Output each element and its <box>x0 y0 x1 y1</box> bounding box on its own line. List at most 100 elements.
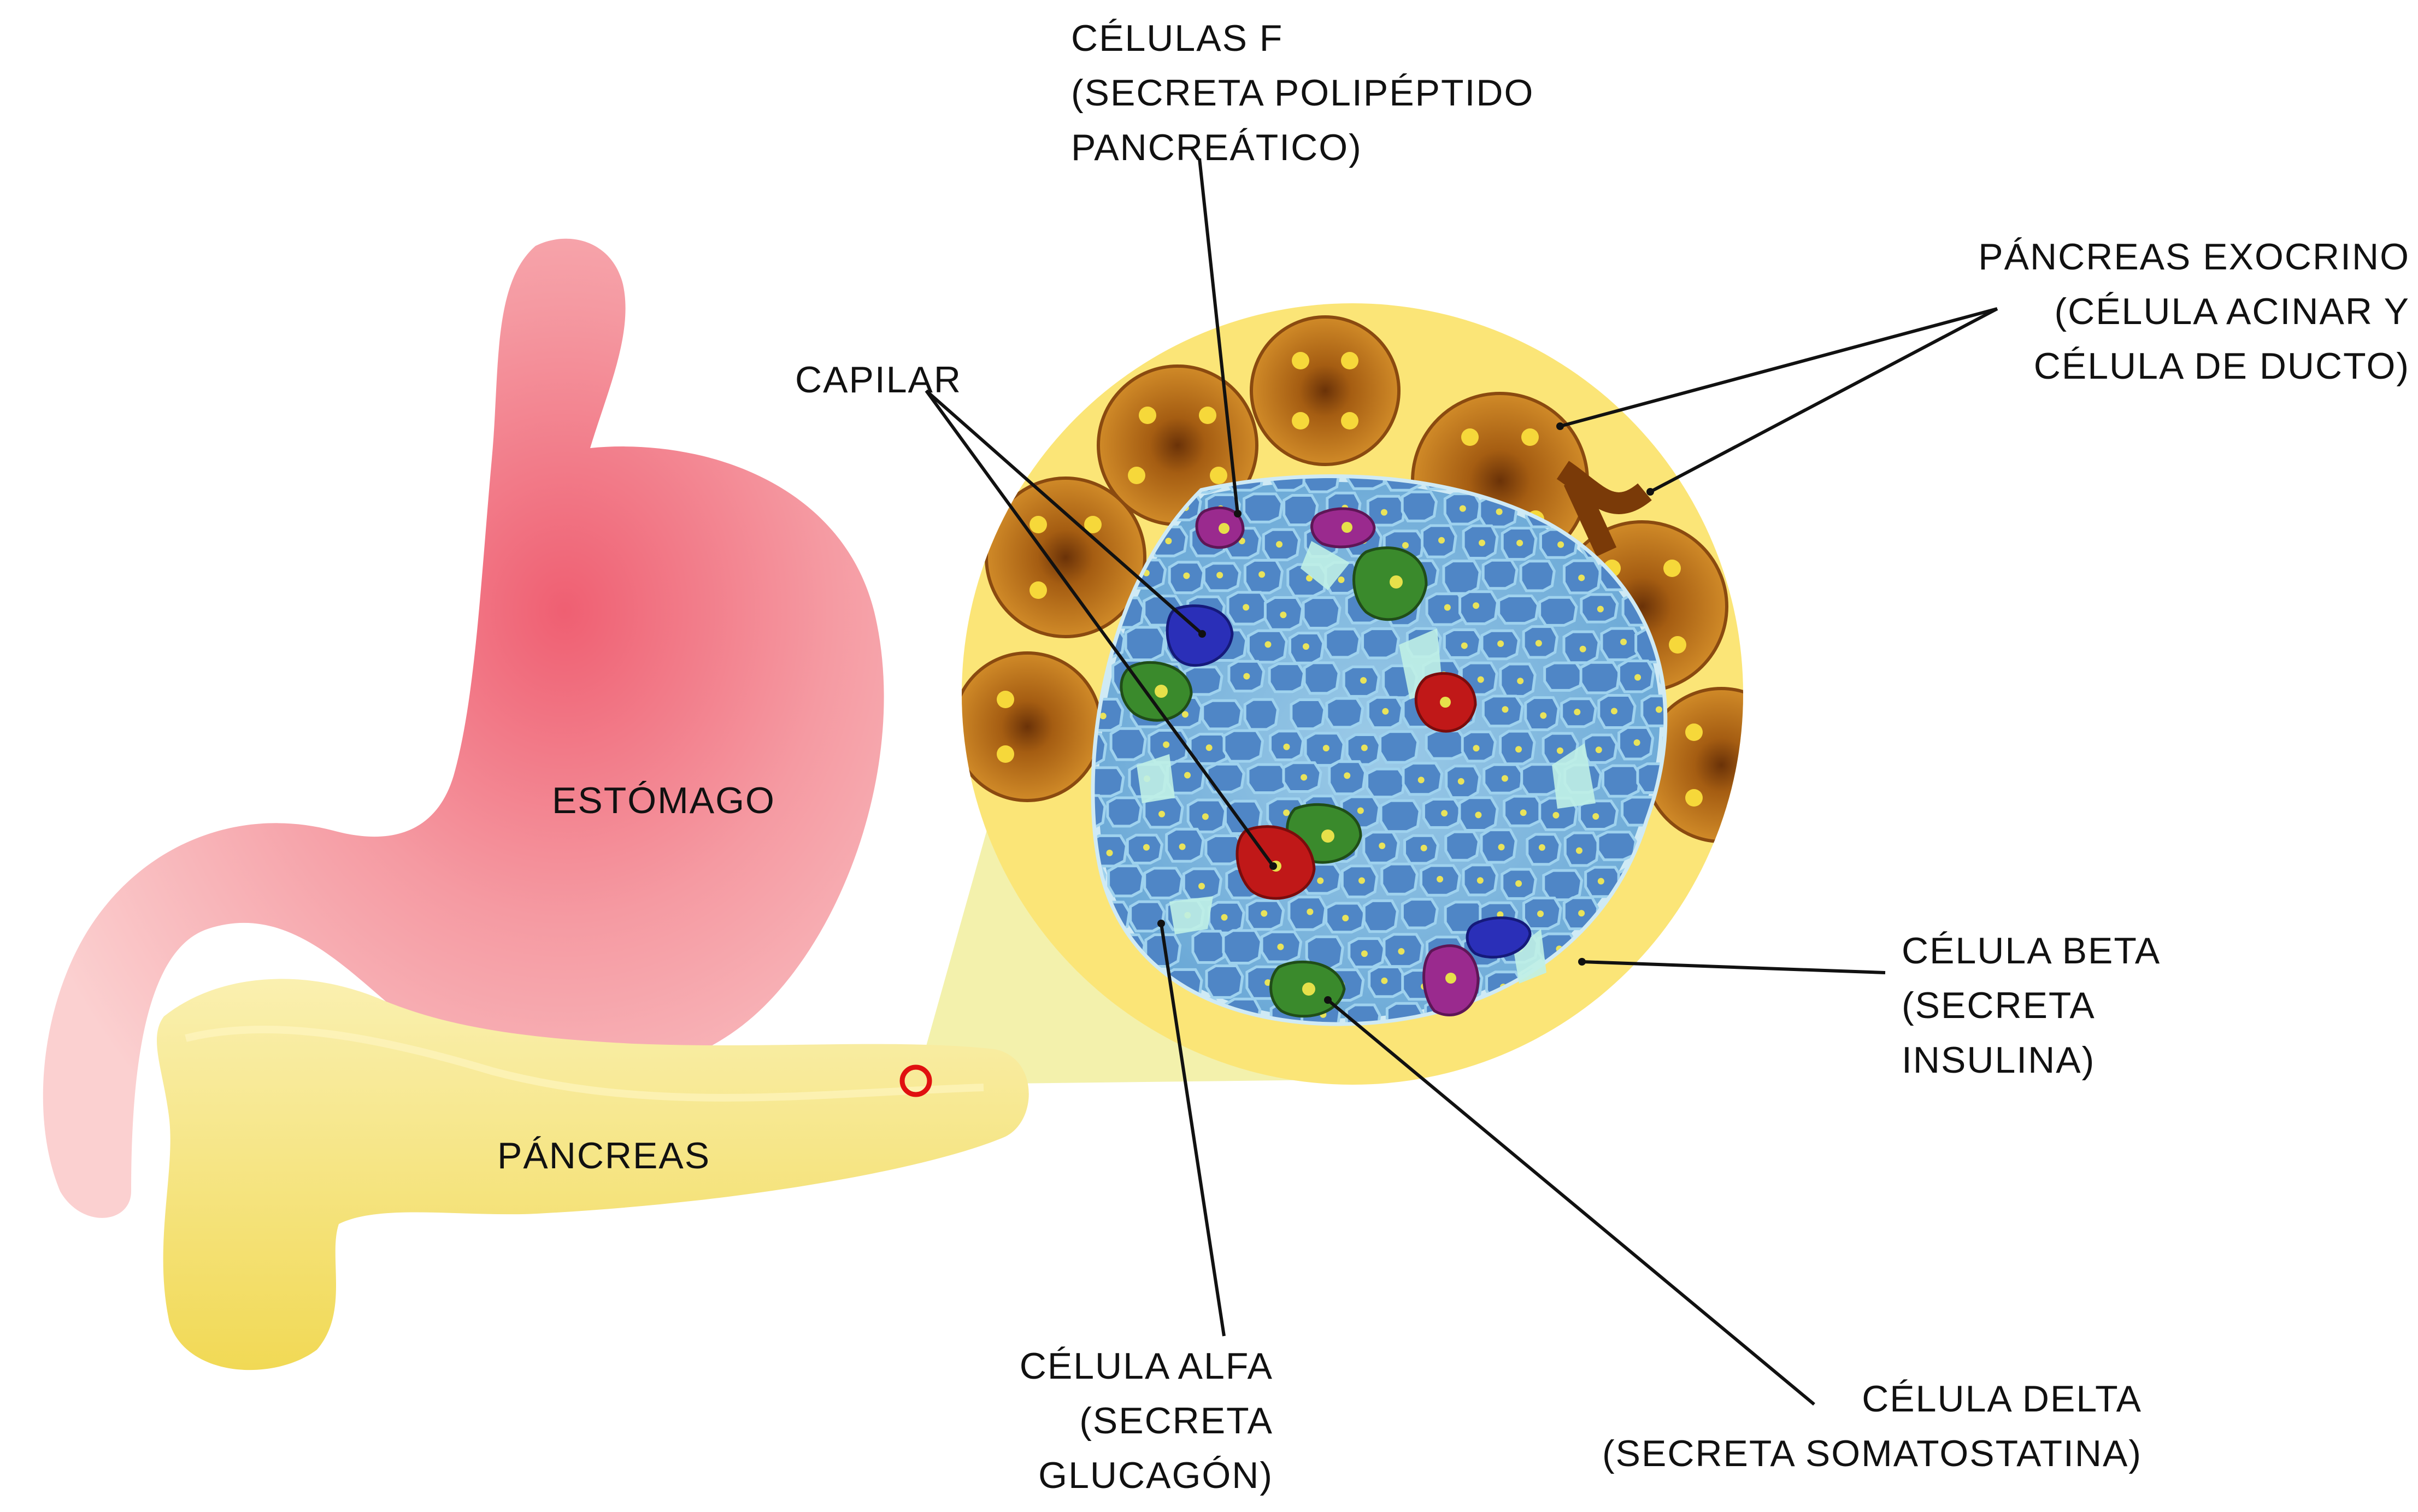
beta-cell-nucleus <box>1497 911 1504 918</box>
beta-cell <box>1143 867 1184 899</box>
alpha-line-3: GLUCAGÓN) <box>1038 1455 1273 1496</box>
beta-cell-nucleus <box>1595 746 1602 754</box>
delta-line-1: CÉLULA DELTA <box>1862 1378 2142 1420</box>
beta-cell-nucleus <box>1307 908 1314 915</box>
beta-cell <box>1246 763 1289 795</box>
beta-cell <box>1425 729 1467 760</box>
beta-cell-nucleus <box>1338 576 1345 583</box>
label-pancreas: PÁNCREAS <box>497 1128 710 1183</box>
beta-cell <box>1106 796 1143 828</box>
beta-cell-nucleus <box>1459 505 1466 512</box>
beta-cell <box>1361 627 1401 660</box>
beta-cell <box>1596 831 1638 861</box>
beta-cell <box>1325 697 1364 729</box>
beta-cell <box>1444 830 1481 862</box>
beta-cell-nucleus <box>1342 915 1349 922</box>
stomach-shape <box>43 238 884 1218</box>
beta-line-2: (SECRETA <box>1902 985 2096 1026</box>
beta-cell-nucleus <box>1498 844 1505 851</box>
beta-cell <box>1519 560 1556 592</box>
beta-cell <box>1442 560 1481 595</box>
beta-cell-nucleus <box>1379 842 1386 849</box>
beta-cell-nucleus <box>1099 713 1107 720</box>
beta-cell-nucleus <box>1276 541 1283 548</box>
beta-cell-nucleus <box>1578 910 1585 917</box>
beta-cell-nucleus <box>1579 645 1586 652</box>
beta-cell <box>1107 864 1145 898</box>
beta-cell-nucleus <box>1184 772 1191 779</box>
beta-cell-nucleus <box>1183 572 1190 579</box>
beta-cell <box>1324 627 1362 659</box>
beta-cell-nucleus <box>1592 813 1599 820</box>
beta-cell-nucleus <box>1473 602 1480 609</box>
beta-cell <box>1095 732 1108 766</box>
beta-cell-nucleus <box>1610 708 1617 715</box>
beta-cell <box>1095 794 1107 830</box>
label-beta-cell: CÉLULA BETA (SECRETA INSULINA) <box>1902 923 2161 1087</box>
beta-cell-nucleus <box>1515 880 1522 887</box>
beta-cell-nucleus <box>1361 744 1368 751</box>
beta-cell-nucleus <box>1557 541 1564 548</box>
beta-cell-nucleus <box>1280 611 1287 619</box>
beta-cell <box>1401 490 1438 522</box>
beta-cell-nucleus <box>1358 877 1365 884</box>
beta-cell-nucleus <box>1398 948 1405 955</box>
beta-cell <box>1201 699 1244 731</box>
beta-cell-nucleus <box>1261 910 1268 917</box>
beta-cell-nucleus <box>1633 739 1640 746</box>
beta-cell-nucleus <box>1520 809 1527 816</box>
beta-cell <box>1641 969 1664 1004</box>
beta-cell-nucleus <box>1382 708 1389 715</box>
beta-cell-nucleus <box>1106 849 1113 856</box>
f-cells-line-1: CÉLULAS F <box>1071 17 1284 59</box>
beta-cell-nucleus <box>1597 878 1604 885</box>
beta-cell-nucleus <box>1417 776 1425 784</box>
beta-cell-nucleus <box>1679 949 1686 955</box>
beta-cell-nucleus <box>1402 542 1409 549</box>
stomach-label-text: ESTÓMAGO <box>552 780 775 821</box>
beta-cell-nucleus <box>1477 676 1484 683</box>
capillary-cell <box>1466 916 1532 958</box>
beta-cell-nucleus <box>1497 640 1504 647</box>
beta-cell <box>1600 627 1642 661</box>
beta-cell <box>1543 661 1584 692</box>
beta-cell-nucleus <box>1264 979 1272 986</box>
label-stomach: ESTÓMAGO <box>552 773 775 828</box>
beta-cell-nucleus <box>1575 847 1582 854</box>
beta-cell <box>1636 762 1664 795</box>
beta-cell-nucleus <box>1283 809 1290 816</box>
beta-cell-nucleus <box>1198 883 1205 890</box>
beta-cell <box>1303 661 1340 695</box>
beta-cell-nucleus <box>1143 844 1150 851</box>
beta-cell <box>1602 764 1642 798</box>
beta-cell-nucleus <box>1163 741 1170 748</box>
beta-cell-nucleus <box>1181 711 1189 718</box>
beta-cell <box>1542 869 1584 902</box>
label-capillary: CAPILAR <box>795 352 962 407</box>
location-marker <box>899 1064 932 1097</box>
beta-cell <box>1290 698 1326 731</box>
beta-cell-nucleus <box>1205 744 1213 751</box>
beta-cell <box>1109 727 1147 761</box>
beta-cell-nucleus <box>1301 774 1308 781</box>
beta-cell <box>1205 964 1244 999</box>
beta-cell-nucleus <box>1556 747 1563 754</box>
duct <box>1556 461 1652 557</box>
beta-cell <box>1379 799 1421 833</box>
beta-cell <box>1538 596 1578 627</box>
beta-cell-nucleus <box>1620 638 1627 645</box>
beta-cell-nucleus <box>1501 775 1508 782</box>
beta-cell <box>1379 730 1420 764</box>
beta-cell-nucleus <box>1444 604 1451 611</box>
beta-cell-nucleus <box>1552 811 1560 819</box>
beta-cell-nucleus <box>1516 539 1523 546</box>
beta-cell-nucleus <box>1202 813 1209 820</box>
beta-line-3: INSULINA) <box>1902 1039 2096 1081</box>
beta-cell-nucleus <box>1221 914 1228 921</box>
beta-cell-nucleus <box>1258 571 1266 578</box>
beta-cell <box>1497 594 1540 625</box>
beta-line-1: CÉLULA BETA <box>1902 930 2161 972</box>
beta-cell <box>1366 767 1407 799</box>
pancreas-label-text: PÁNCREAS <box>497 1135 711 1176</box>
